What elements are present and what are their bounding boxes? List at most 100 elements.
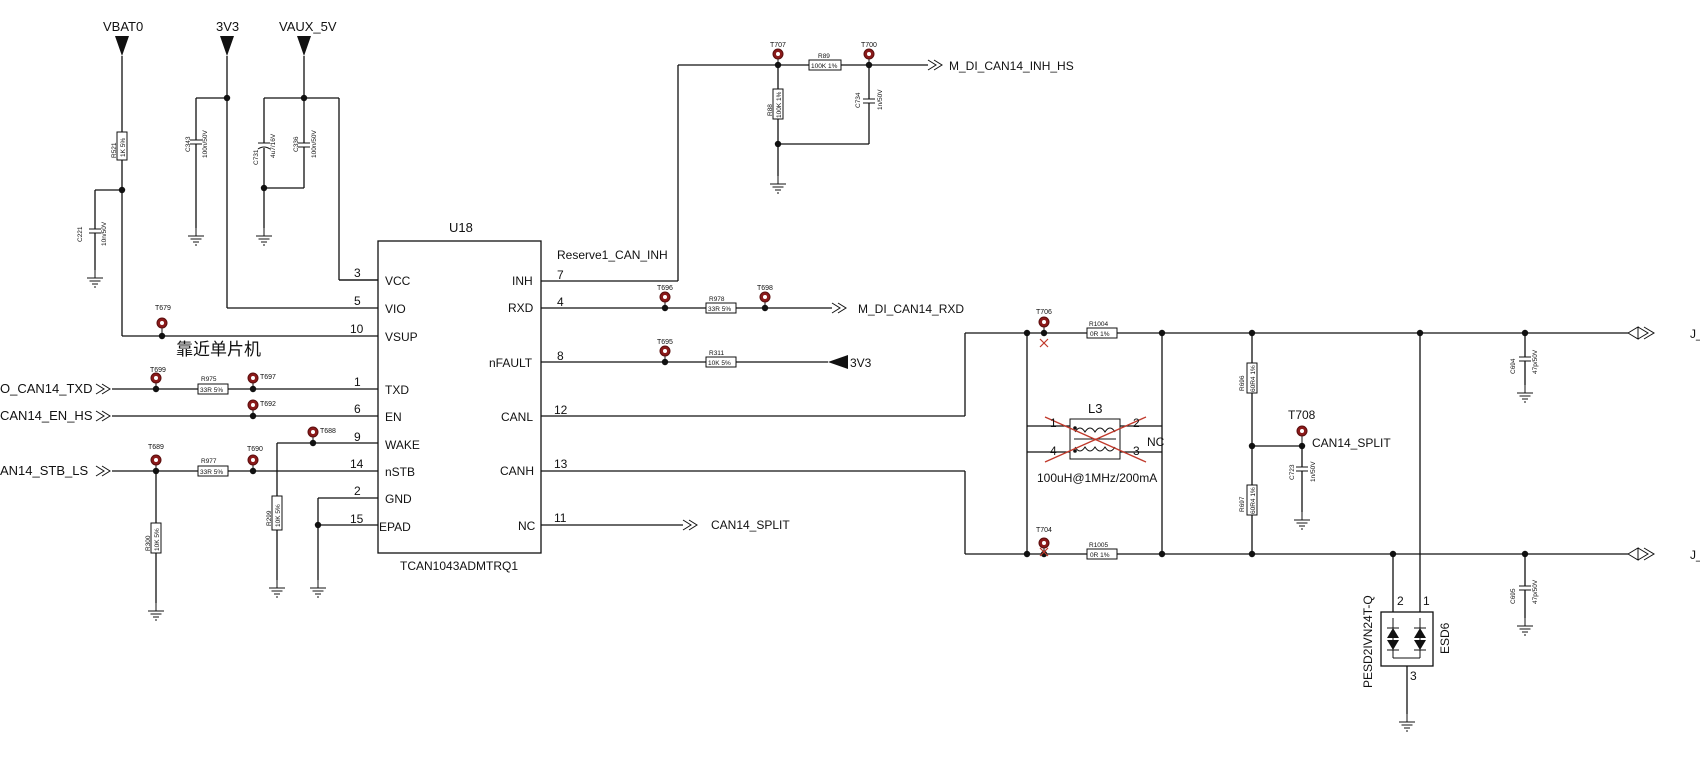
t688-label: T688: [320, 428, 336, 435]
pin-num: 4: [557, 295, 564, 309]
pin-num: 3: [354, 266, 361, 280]
r1004-ref: R1004: [1089, 321, 1109, 328]
pin-num: 8: [557, 349, 564, 363]
pin-num: 1: [354, 375, 361, 389]
r1005-ref: R1005: [1089, 542, 1109, 549]
r978-ref: R978: [709, 296, 725, 303]
canl-out-label: J_: [1690, 327, 1700, 341]
r696-val: 60R4 1%: [1250, 365, 1257, 392]
t704-label: T704: [1036, 527, 1052, 534]
pin-num: 11: [554, 511, 567, 525]
net-rxd: R978 33R 5% M_DI_CAN14_RXD T696 T698: [541, 285, 964, 316]
power-arrow-icon: [115, 36, 129, 56]
t690-label: T690: [247, 446, 263, 453]
esd-pin: 2: [1397, 594, 1404, 608]
esd-part: PESD2IVN24T-Q: [1361, 595, 1375, 688]
vbat-label: VBAT0: [103, 19, 143, 34]
r696-ref: R696: [1239, 375, 1246, 391]
t695-label: T695: [657, 339, 673, 346]
esd-pin: 3: [1410, 669, 1417, 683]
c723-val: 1n/50V: [1310, 461, 1317, 482]
esd-ref: ESD6: [1438, 622, 1452, 654]
pin-name: GND: [385, 492, 412, 506]
l3-ref: L3: [1088, 401, 1102, 416]
split-out-label: CAN14_SPLIT: [711, 518, 790, 532]
pin-name: CANH: [500, 464, 534, 478]
t696-label: T696: [657, 285, 673, 292]
r300-ref: R300: [145, 535, 152, 551]
c336-ref: C336: [293, 136, 300, 152]
c343-ref: C343: [185, 136, 192, 152]
r299-val: 10K 5%: [275, 504, 282, 527]
pin-num: 13: [554, 457, 568, 471]
c734-val: 1n/50V: [877, 89, 884, 110]
r978-val: 33R 5%: [708, 306, 731, 313]
c731-ref: C731: [253, 149, 260, 165]
split-termination: R696 60R4 1% R697 60R4 1% T708 CAN14_SPL…: [1239, 333, 1391, 554]
stb-net-label: AN14_STB_LS: [0, 463, 88, 478]
t706-label: T706: [1036, 309, 1052, 316]
t679-label: T679: [155, 305, 171, 312]
power-arrow-icon: [828, 355, 848, 369]
vaux-branch: C731 4u7/16V C336 100n/50V: [253, 56, 378, 281]
pin-name: nSTB: [385, 465, 415, 479]
c695-val: 47p/50V: [1532, 579, 1539, 604]
power-vaux: VAUX_5V: [279, 19, 337, 56]
pin-num: 6: [354, 402, 361, 416]
pin-name: INH: [512, 274, 533, 288]
c734-ref: C734: [855, 92, 862, 108]
pin-name: nFAULT: [489, 356, 533, 370]
c694-val: 47p/50V: [1532, 349, 1539, 374]
net-wake: T688 R299 10K 5%: [266, 426, 378, 598]
pin-num: 9: [354, 430, 361, 444]
ic-part: TCAN1043ADMTRQ1: [400, 559, 518, 573]
net-inh: Reserve1_CAN_INH R89 100K 1% M_DI_CAN14_…: [541, 42, 1074, 282]
pin-name: CANL: [501, 410, 533, 424]
choke-l3: L3 1 2 4 3 NC 100uH@1MHz/200mA: [1026, 333, 1165, 554]
esd6: 2 1 3 ESD6 PESD2IVN24T-Q: [1361, 333, 1452, 732]
l3-val: 100uH@1MHz/200mA: [1037, 471, 1157, 485]
power-arrow-icon: [220, 36, 234, 56]
r977-ref: R977: [201, 458, 217, 465]
net-en: CAN14_EN_HS T692: [0, 399, 378, 423]
l3-pin: 2: [1133, 416, 1140, 430]
net-nstb: AN14_STB_LS R977 33R 5% T689 T690 R300 1…: [0, 444, 378, 621]
v3v3-branch: C343 100n/50V: [185, 56, 378, 309]
esd-pin: 1: [1423, 594, 1430, 608]
ic-u18: U18 TCAN1043ADMTRQ1 3 VCC 5 VIO 10 VSUP …: [339, 220, 568, 573]
pin-num: 15: [350, 512, 364, 526]
ic-ref: U18: [449, 220, 473, 235]
pin-name: RXD: [508, 301, 534, 315]
r975-val: 33R 5%: [200, 387, 223, 394]
c343-val: 100n/50V: [202, 130, 209, 158]
canh-out-label: J_: [1690, 548, 1700, 562]
c731-val: 4u7/16V: [270, 133, 277, 158]
output-caps: C694 47p/50V C695 47p/50V: [1510, 333, 1539, 636]
t707-label: T707: [770, 42, 786, 49]
net-split: CAN14_SPLIT: [541, 518, 790, 532]
r89-ref: R89: [818, 53, 830, 60]
l3-pin: 4: [1050, 444, 1057, 458]
pin-num: 14: [350, 457, 364, 471]
r88-val: 100K 1%: [776, 91, 783, 118]
c694-ref: C694: [1510, 358, 1517, 374]
ic-body: [377, 240, 542, 554]
reserve-inh-label: Reserve1_CAN_INH: [557, 248, 668, 262]
pin-num: 5: [354, 294, 361, 308]
power-arrow-icon: [297, 36, 311, 56]
pin-name: VIO: [385, 302, 406, 316]
pin-num: 12: [554, 403, 568, 417]
pin-name: EN: [385, 410, 402, 424]
vaux-label: VAUX_5V: [279, 19, 337, 34]
pin-name: NC: [518, 519, 536, 533]
l3-pin: 3: [1133, 444, 1140, 458]
l3-pin: 1: [1050, 416, 1057, 430]
t689-label: T689: [148, 444, 164, 451]
r311-val: 10K 5%: [708, 360, 731, 367]
r1005-val: 0R 1%: [1090, 552, 1110, 559]
r975-ref: R975: [201, 376, 217, 383]
t708-label: T708: [1288, 408, 1316, 422]
c221-ref: C221: [77, 226, 84, 242]
r89-val: 100K 1%: [811, 63, 838, 70]
r299-ref: R299: [266, 510, 273, 526]
